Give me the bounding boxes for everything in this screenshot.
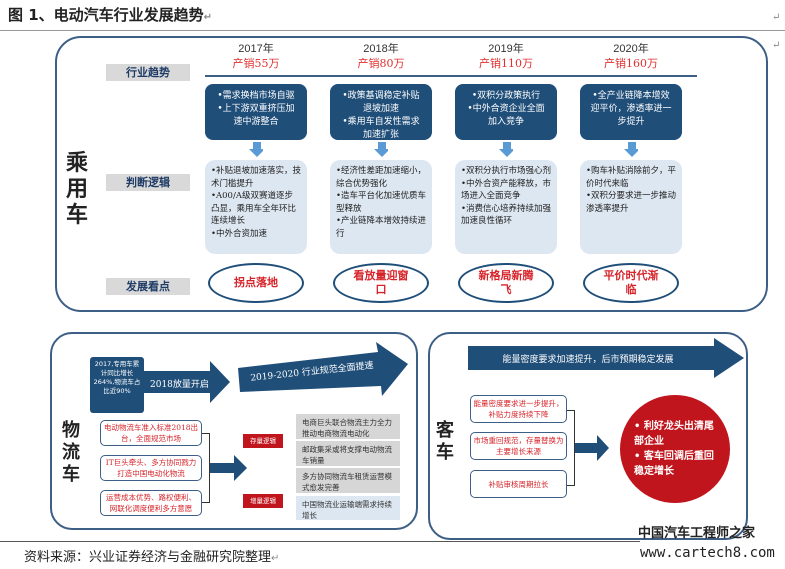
bus-result-1: • 利好龙头出清尾部企业: [634, 421, 714, 447]
paragraph-mark: ↵: [203, 12, 213, 23]
logic-box: •双积分执行市场强心剂 •中外合资产能释放，市场进入全面竞争 •消费信心培养持续…: [455, 160, 557, 254]
trend-box: •需求换档市场自驱 •上下游双重挤压加速中游整合: [205, 84, 307, 140]
logic-box: •经济性差距加速缩小，综合优势强化 •造车平台化加速优质车型释放 •产业链降本增…: [330, 160, 432, 254]
column-sales: 产销160万: [604, 57, 658, 70]
bus-trend-arrow: [468, 338, 744, 378]
paragraph-mark: ↵: [271, 553, 280, 564]
bus-panel: [428, 332, 748, 540]
highlight-text: 拐点落地: [234, 276, 278, 289]
down-arrow-icon: [374, 142, 388, 157]
watermark-url: www.cartech8.com: [640, 545, 775, 561]
row-label-highlight: 发展看点: [106, 278, 190, 295]
stock-item-3: 多方协同物流车租赁运营模式愈发完善: [296, 468, 400, 493]
logistics-stat-box: 2017,专用车累计同比增长264%,物流车占比近90%: [90, 357, 144, 413]
figure-title: 图 1、电动汽车行业发展趋势↵: [8, 4, 212, 25]
bus-driver-1: 能量密度要求进一步提升，补贴力度持续下降: [470, 395, 567, 423]
highlight-text: 看放量迎窗口: [353, 269, 409, 296]
highlight-ellipse: 看放量迎窗口: [333, 263, 429, 303]
row-label-trend: 行业趋势: [106, 64, 190, 81]
highlight-ellipse: 平价时代渐临: [583, 263, 679, 303]
incremental-item-1: 中国物流业运输端需求持续增长: [296, 496, 400, 520]
down-arrow-icon: [499, 142, 513, 157]
arrow-2018: [144, 361, 230, 403]
arrow-2018-label: 2018放量开启: [150, 380, 209, 390]
highlight-text: 新格局新腾飞: [478, 269, 534, 296]
stock-logic-tag: 存量逻辑: [243, 434, 283, 448]
bus-bracket: [567, 410, 575, 486]
bus-driver-2: 市场重回规范，存量替换为主要增长来源: [470, 432, 567, 460]
stock-item-1: 电商巨头联合物流主力全力推动电商物流电动化: [296, 414, 400, 439]
column-year: 2020年: [613, 43, 649, 55]
trend-box: •双积分政策执行 •中外合资企业全面加入竞争: [455, 84, 557, 140]
highlight-text: 平价时代渐临: [603, 269, 659, 296]
bus-trend-label: 能量密度要求加速提升，后市预期稳定发展: [502, 355, 674, 365]
bus-result-2: • 客车回调后重回稳定增长: [634, 451, 714, 477]
passenger-car-panel: [55, 36, 768, 312]
margin-mark: ↵: [772, 12, 781, 23]
logic-box: •购车补贴消除前夕，平价时代来临 •双积分要求进一步推动渗透率提升: [580, 160, 682, 254]
column-sales: 产销80万: [357, 57, 405, 70]
title-text: 图 1、电动汽车行业发展趋势: [8, 6, 204, 24]
footer-divider: [0, 541, 640, 542]
column-year: 2019年: [488, 43, 524, 55]
source-note: 资料来源：兴业证券经济与金融研究院整理↵: [24, 546, 279, 565]
title-divider: [0, 30, 785, 31]
logistics-label: 物流车: [62, 420, 80, 485]
column-sales: 产销110万: [479, 57, 533, 70]
column-year: 2017年: [238, 43, 274, 55]
bus-driver-3: 补贴审核周期拉长: [470, 470, 567, 498]
arrow-2019-2020: [238, 342, 408, 396]
column-year: 2018年: [363, 43, 399, 55]
logistics-panel: [50, 332, 418, 530]
source-text: 资料来源：兴业证券经济与金融研究院整理: [24, 550, 272, 565]
logistics-driver-1: 电动物流车准入标准2018出台，全面规范市场: [100, 420, 202, 446]
incremental-logic-tag: 增量逻辑: [243, 494, 283, 508]
highlight-ellipse: 拐点落地: [208, 263, 304, 303]
down-arrow-icon: [624, 142, 638, 157]
logistics-driver-3: 运营成本优势、路权便利、网联化调度便利多方意愿: [100, 490, 202, 516]
logistics-driver-2: IT巨头牵头、多方协同戮力打造中国电动化物流: [100, 455, 202, 481]
trend-box: •政策基调稳定补贴退坡加速 •乘用车自发性需求加速扩张: [330, 84, 432, 140]
bus-label: 客车: [436, 420, 454, 463]
timeline-line: [205, 75, 697, 77]
margin-mark: ↵: [772, 40, 781, 51]
row-label-logic: 判断逻辑: [106, 174, 190, 191]
driver-bracket: [202, 433, 210, 503]
bus-result-circle: • 利好龙头出清尾部企业 • 客车回调后重回稳定增长: [620, 395, 730, 503]
highlight-ellipse: 新格局新腾飞: [458, 263, 554, 303]
passenger-label: 乘用车: [65, 150, 88, 228]
stock-item-2: 邮政集采或将支撑电动物流车销量: [296, 441, 400, 466]
down-arrow-icon: [249, 142, 263, 157]
logistics-merge-arrow: [210, 455, 247, 481]
trend-box: •全产业链降本增效迎平价，渗透率进一步提升: [580, 84, 682, 140]
logic-box: •补贴退坡加速落实，技术门槛提升 •A00/A级双赛道逐步凸显，乘用车全年环比连…: [205, 160, 307, 254]
bus-merge-arrow: [575, 435, 609, 461]
watermark-logo: 中国汽车工程师之家: [638, 526, 756, 541]
column-sales: 产销55万: [232, 57, 280, 70]
